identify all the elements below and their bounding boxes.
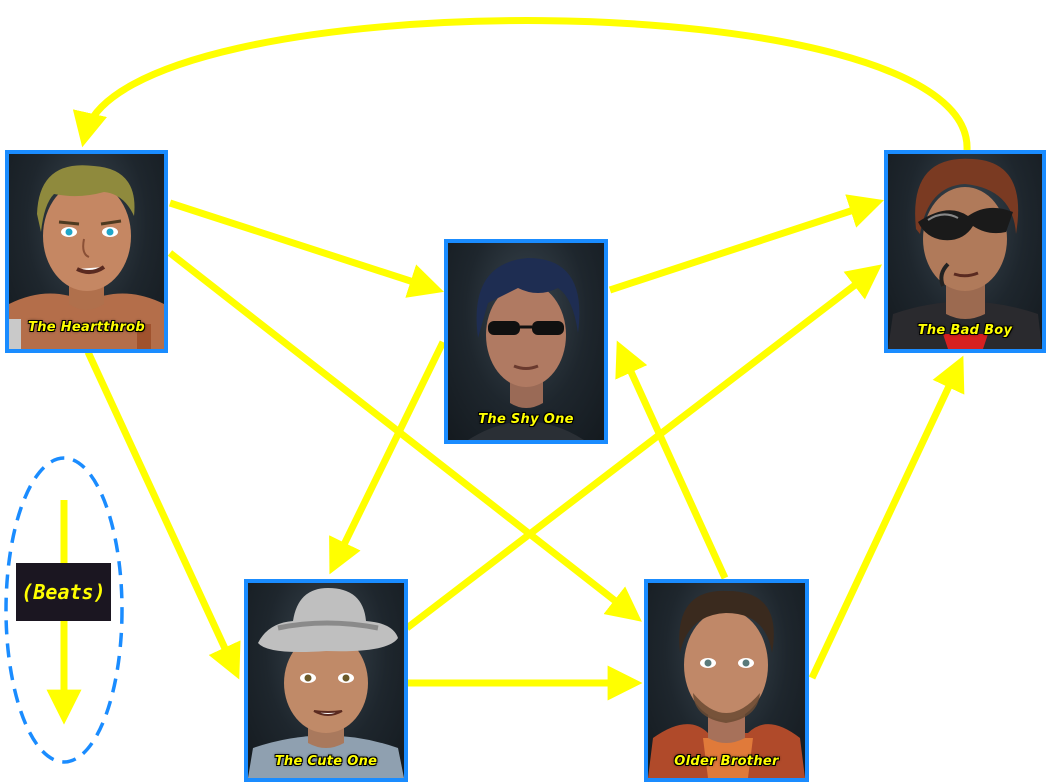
badboy-portrait [888,158,1042,349]
cute-portrait [248,588,404,778]
older-portrait [648,590,805,778]
arrow-badboy-to-heartthrob [72,17,971,151]
arrow-heartthrob-to-cute [84,350,241,680]
node-badboy[interactable]: The Bad Boy [884,150,1046,353]
arrow-shy-to-badboy [608,194,884,294]
heartthrob-label: The Heartthrob [28,320,145,335]
node-cute[interactable]: The Cute One [244,579,408,782]
arrow-shy-to-cute [329,340,447,575]
legend-text: (Beats) [21,580,106,604]
arrow-older-to-badboy [808,355,965,680]
node-shy[interactable]: The Shy One [444,239,608,444]
legend-label: (Beats) [16,563,111,621]
badboy-label: The Bad Boy [917,323,1013,338]
heartthrob-portrait [9,165,164,349]
arrow-heartthrob-to-shy [168,199,444,298]
cute-label: The Cute One [274,754,378,769]
older-label: Older Brother [674,754,779,769]
shy-portrait [468,258,584,440]
arrow-older-to-shy [615,340,729,580]
node-heartthrob[interactable]: The Heartthrob [5,150,168,353]
arrow-cute-to-badboy [404,264,883,631]
node-older[interactable]: Older Brother [644,579,809,782]
shy-label: The Shy One [478,412,574,427]
legend-dashed-oval [4,456,124,764]
